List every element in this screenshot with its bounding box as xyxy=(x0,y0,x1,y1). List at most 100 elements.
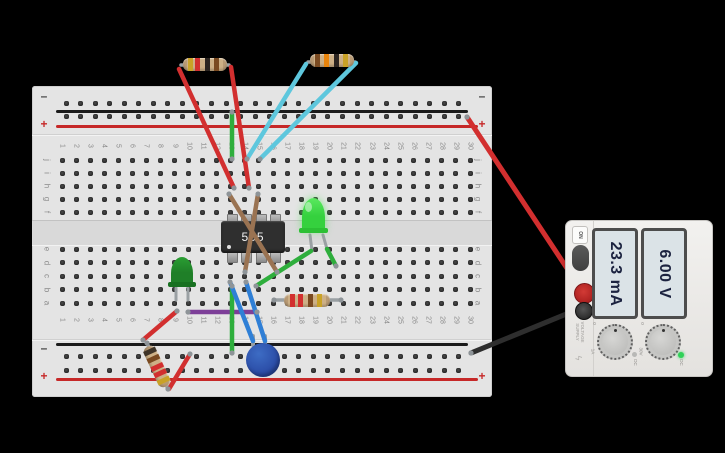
breadboard-hole[interactable] xyxy=(397,246,403,252)
breadboard-hole[interactable] xyxy=(87,196,93,202)
breadboard-hole[interactable] xyxy=(252,113,258,119)
breadboard-hole[interactable] xyxy=(383,157,389,163)
breadboard-hole[interactable] xyxy=(73,183,79,189)
breadboard-hole[interactable] xyxy=(270,287,276,292)
wire-red-1[interactable] xyxy=(176,66,237,191)
breadboard-hole[interactable] xyxy=(326,183,332,189)
breadboard-hole[interactable] xyxy=(354,196,360,202)
breadboard-hole[interactable] xyxy=(284,273,290,279)
breadboard-hole[interactable] xyxy=(129,287,135,292)
breadboard-hole[interactable] xyxy=(439,170,445,176)
breadboard-hole[interactable] xyxy=(73,209,79,215)
breadboard-hole[interactable] xyxy=(238,100,244,106)
breadboard-hole[interactable] xyxy=(284,209,290,215)
breadboard-hole[interactable] xyxy=(101,246,107,252)
breadboard-hole[interactable] xyxy=(312,273,318,279)
breadboard-hole[interactable] xyxy=(310,353,316,359)
breadboard-hole[interactable] xyxy=(172,183,178,189)
breadboard-hole[interactable] xyxy=(157,183,163,189)
breadboard-hole[interactable] xyxy=(383,196,389,202)
breadboard-hole[interactable] xyxy=(143,300,149,306)
breadboard-hole[interactable] xyxy=(129,260,135,265)
breadboard-hole[interactable] xyxy=(281,113,287,119)
breadboard-hole[interactable] xyxy=(200,157,206,163)
breadboard-hole[interactable] xyxy=(427,100,433,106)
breadboard-hole[interactable] xyxy=(369,113,375,119)
breadboard-hole[interactable] xyxy=(143,287,149,292)
breadboard-hole[interactable] xyxy=(284,183,290,189)
breadboard-hole[interactable] xyxy=(383,100,389,106)
breadboard-hole[interactable] xyxy=(256,183,262,189)
breadboard-hole[interactable] xyxy=(441,353,447,359)
breadboard-hole[interactable] xyxy=(179,113,185,119)
breadboard-hole[interactable] xyxy=(412,367,418,373)
breadboard-hole[interactable] xyxy=(87,183,93,189)
breadboard-hole[interactable] xyxy=(63,100,69,106)
breadboard-hole[interactable] xyxy=(397,300,403,306)
breadboard-hole[interactable] xyxy=(223,113,229,119)
breadboard-hole[interactable] xyxy=(354,170,360,176)
breadboard-hole[interactable] xyxy=(467,183,473,189)
breadboard-hole[interactable] xyxy=(439,260,445,265)
breadboard-hole[interactable] xyxy=(143,209,149,215)
led-green-on[interactable] xyxy=(299,198,328,237)
breadboard-hole[interactable] xyxy=(312,157,318,163)
breadboard-hole[interactable] xyxy=(256,273,262,279)
breadboard-hole[interactable] xyxy=(354,100,360,106)
breadboard-hole[interactable] xyxy=(383,170,389,176)
breadboard-hole[interactable] xyxy=(121,100,127,106)
breadboard-hole[interactable] xyxy=(369,183,375,189)
breadboard-hole[interactable] xyxy=(157,287,163,292)
breadboard-hole[interactable] xyxy=(87,300,93,306)
breadboard-hole[interactable] xyxy=(59,209,65,215)
breadboard-hole[interactable] xyxy=(200,287,206,292)
breadboard-hole[interactable] xyxy=(284,170,290,176)
breadboard-hole[interactable] xyxy=(427,367,433,373)
breadboard-hole[interactable] xyxy=(92,367,98,373)
breadboard-hole[interactable] xyxy=(209,100,214,106)
breadboard-hole[interactable] xyxy=(456,367,462,373)
breadboard-hole[interactable] xyxy=(453,196,459,202)
breadboard-hole[interactable] xyxy=(92,100,98,106)
breadboard-hole[interactable] xyxy=(354,260,360,265)
capacitor[interactable] xyxy=(246,343,280,377)
breadboard-hole[interactable] xyxy=(172,170,178,176)
breadboard-hole[interactable] xyxy=(411,287,417,292)
breadboard-hole[interactable] xyxy=(78,367,84,373)
wire-red-supply[interactable] xyxy=(464,114,585,294)
breadboard-hole[interactable] xyxy=(209,113,214,119)
led-on-leg-left[interactable] xyxy=(308,233,314,253)
breadboard-hole[interactable] xyxy=(73,196,79,202)
breadboard-hole[interactable] xyxy=(209,367,214,373)
breadboard-hole[interactable] xyxy=(453,209,459,215)
breadboard-hole[interactable] xyxy=(339,113,345,119)
breadboard-hole[interactable] xyxy=(453,273,459,279)
wire-green-led-diagonal[interactable] xyxy=(253,248,314,289)
breadboard-hole[interactable] xyxy=(172,246,178,252)
breadboard-hole[interactable] xyxy=(242,287,248,292)
breadboard-hole[interactable] xyxy=(136,100,142,106)
breadboard-hole[interactable] xyxy=(143,170,149,176)
breadboard-hole[interactable] xyxy=(63,353,69,359)
breadboard-hole[interactable] xyxy=(340,196,346,202)
breadboard-hole[interactable] xyxy=(209,353,214,359)
wire-cyan-left[interactable] xyxy=(244,61,309,162)
breadboard-hole[interactable] xyxy=(383,113,389,119)
breadboard-hole[interactable] xyxy=(101,183,107,189)
breadboard-hole[interactable] xyxy=(143,273,149,279)
breadboard-hole[interactable] xyxy=(165,353,171,359)
breadboard-hole[interactable] xyxy=(150,100,156,106)
breadboard-hole[interactable] xyxy=(383,246,389,252)
breadboard-hole[interactable] xyxy=(214,183,220,189)
breadboard-hole[interactable] xyxy=(296,353,302,359)
resistor-middle[interactable] xyxy=(284,293,330,307)
breadboard-hole[interactable] xyxy=(186,300,192,306)
breadboard-hole[interactable] xyxy=(427,353,433,359)
resistor-top-right[interactable] xyxy=(310,53,354,67)
breadboard-hole[interactable] xyxy=(310,113,316,119)
breadboard-hole[interactable] xyxy=(157,273,163,279)
breadboard-hole[interactable] xyxy=(439,157,445,163)
breadboard-hole[interactable] xyxy=(456,353,462,359)
breadboard-hole[interactable] xyxy=(59,196,65,202)
breadboard-hole[interactable] xyxy=(312,246,318,252)
